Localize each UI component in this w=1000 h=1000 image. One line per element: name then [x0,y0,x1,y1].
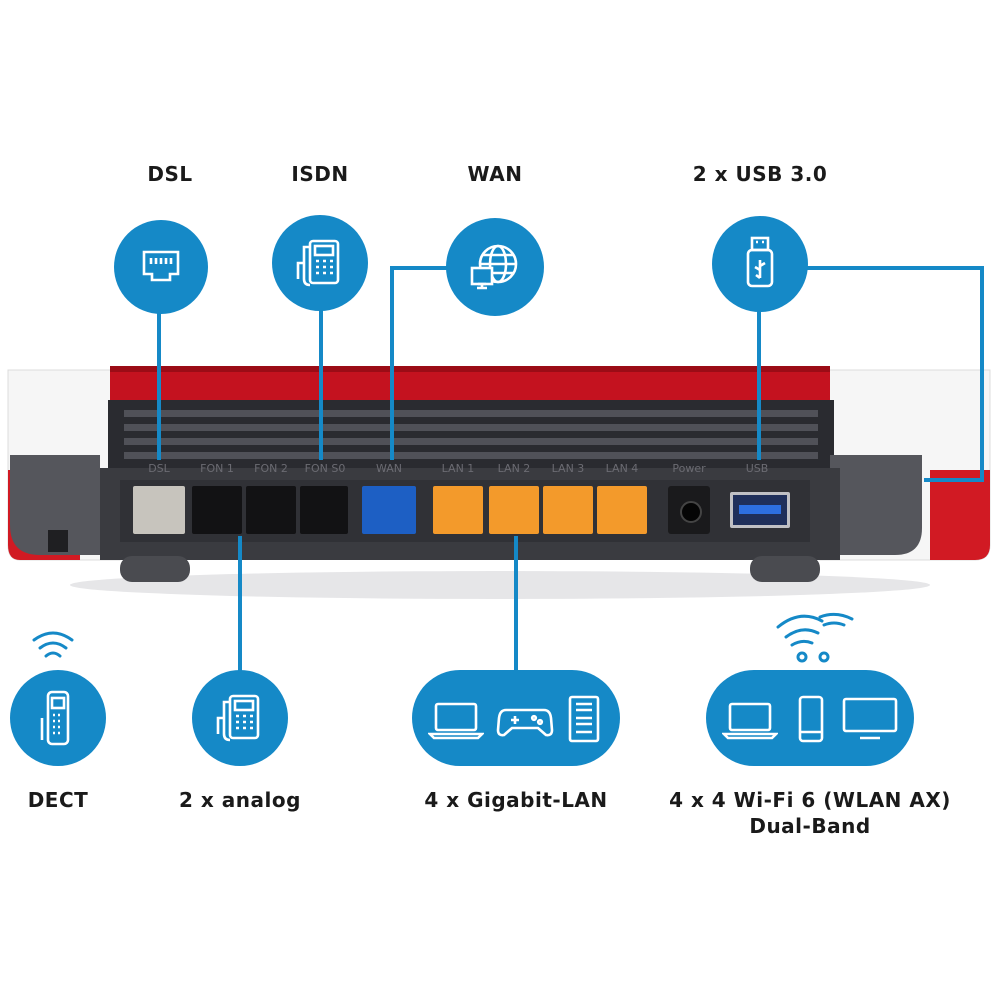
wan-port [362,486,416,534]
power-port [668,486,710,534]
port-label-usb: USB [745,462,769,475]
label-wan: WAN [467,162,523,186]
wifi-signal-icon-dect [30,628,76,662]
port-label-fon1: FON 1 [200,462,234,475]
port-label-power: Power [672,462,706,475]
isdn-circle [272,215,368,311]
port-label-lan2: LAN 2 [497,462,531,475]
desk-phone-icon [292,235,348,291]
cordless-phone-icon [36,688,80,748]
lan4-port [597,486,647,534]
laptop-icon [428,700,484,740]
wire-dsl [157,300,161,460]
nas-server-icon [566,694,602,744]
wire-usb-loop-right [980,266,984,482]
gamepad-icon [496,700,554,740]
port-label-lan3: LAN 3 [551,462,585,475]
right-side-block [830,455,922,555]
port-label-lan1: LAN 1 [441,462,475,475]
foot-left [120,556,190,582]
fon2-port [246,486,296,534]
label-analog: 2 x analog [179,788,301,812]
wire-usb-loop-top [806,266,984,270]
usb-stick-icon [736,234,784,292]
wire-usb [757,300,761,460]
lan-devices-pill [412,670,620,766]
label-wifi-line2: Dual-Band [749,814,871,838]
desk-phone-icon-analog [212,690,268,746]
wan-circle [446,218,544,316]
port-label-lan4: LAN 4 [605,462,639,475]
label-wifi-line1: 4 x 4 Wi-Fi 6 (WLAN AX) [669,788,951,812]
wire-analog [238,536,242,672]
wire-isdn [319,300,323,460]
analog-circle [192,670,288,766]
wire-wan-vertical [390,266,394,460]
label-dect: DECT [27,788,89,812]
foot-right [750,556,820,582]
lan3-port [543,486,593,534]
fon-s0-port [300,486,348,534]
lan2-port [489,486,539,534]
dsl-circle [114,220,208,314]
dsl-port [133,486,185,534]
wire-usb-loop-bottom [924,478,984,482]
port-label-fon-s0: FON S0 [304,462,346,475]
smartphone-icon [796,694,826,744]
globe-network-icon [466,238,524,296]
laptop-icon-wifi [722,700,778,740]
usb-port [730,492,790,528]
monitor-icon [840,696,900,742]
label-usb: 2 x USB 3.0 [692,162,828,186]
usb-circle [712,216,808,312]
wire-wan-horizontal [390,266,450,270]
wire-lan [514,536,518,672]
dect-circle [10,670,106,766]
port-label-wan: WAN [375,462,403,475]
port-label-dsl: DSL [148,462,170,475]
label-dsl: DSL [147,162,193,186]
wifi-devices-pill [706,670,914,766]
label-gigabit-lan: 4 x Gigabit-LAN [424,788,608,812]
label-isdn: ISDN [291,162,349,186]
lan1-port [433,486,483,534]
ethernet-socket-icon [138,244,184,290]
wifi-signal-icon [772,605,858,665]
port-label-fon2: FON 2 [254,462,288,475]
router-red-top [110,366,830,402]
left-side-block [10,455,100,555]
fon1-port [192,486,242,534]
